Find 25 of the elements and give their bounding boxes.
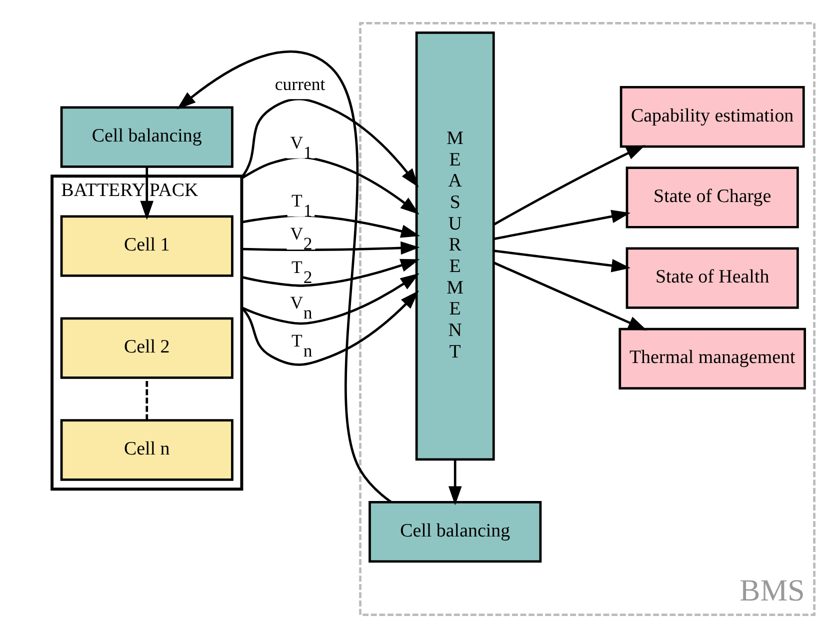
arrow xyxy=(240,272,419,324)
node-box: Cell balancing xyxy=(368,500,542,562)
node-box: Cell n xyxy=(60,418,233,480)
node-box: Cell balancing xyxy=(60,106,233,168)
arrow xyxy=(241,240,420,254)
node-box: MEASUREMENT xyxy=(414,31,494,460)
arrow xyxy=(448,459,462,505)
arrow xyxy=(241,214,420,238)
arrow xyxy=(176,50,392,503)
edge-label: current xyxy=(274,74,325,94)
arrow xyxy=(240,97,418,187)
arrow xyxy=(493,249,630,272)
arrow xyxy=(240,258,420,286)
arrow xyxy=(492,144,645,226)
node-box: Thermal management xyxy=(618,327,806,390)
arrow xyxy=(493,209,630,240)
connector xyxy=(145,377,148,420)
node-box: Cell 2 xyxy=(60,316,233,378)
node-box: State of Charge xyxy=(625,166,798,228)
node-box: Cell 1 xyxy=(60,214,233,276)
node-box: Capability estimation xyxy=(619,86,804,148)
arrow xyxy=(140,166,154,220)
node-box: State of Health xyxy=(625,246,798,308)
arrow xyxy=(240,156,419,214)
arrow xyxy=(492,261,647,330)
